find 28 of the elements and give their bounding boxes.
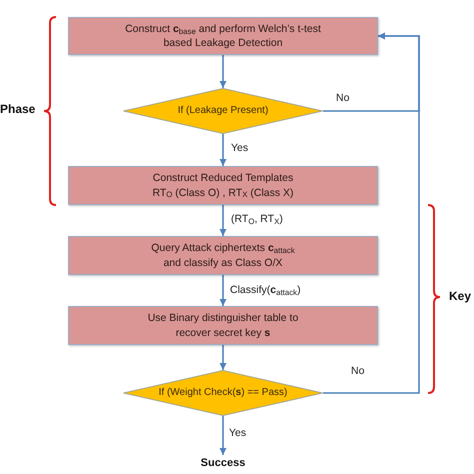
box-text: Query Attack ciphertexts c$_{attack}$ and classify as Class O/X [150, 241, 296, 270]
edge-label: Yes [229, 428, 246, 438]
box-text: Use Binary distinguisher table to recover secret key s [146, 311, 300, 340]
arrow [219, 55, 227, 88]
arrow [219, 205, 227, 236]
arrow [219, 134, 227, 166]
process-box [68, 306, 378, 345]
edge-label: Classify(c$_{attack}$) [230, 285, 301, 296]
decision-diamond [123, 370, 323, 416]
edge-label: No [336, 93, 350, 104]
box-text: Construct c$_{base}$ and perform Welch’s t-test based Leakage Detection [124, 22, 322, 50]
arrow [219, 275, 227, 306]
arrow [323, 32, 420, 394]
arrow [219, 345, 227, 370]
bracket-label: Phase [0, 103, 36, 115]
edge-label: No [351, 366, 364, 376]
edge-label: Yes [231, 143, 248, 154]
process-box [68, 236, 378, 275]
bracket-label: Key [449, 290, 472, 302]
decision-text: If (Leakage Present) [178, 104, 268, 118]
decision-text: If (Weight Check(s) == Pass) [158, 386, 288, 400]
process-box [68, 166, 378, 205]
edge-label: (RT$_{O}$, RT$_{X}$) [231, 214, 283, 224]
success-text: Success [200, 456, 246, 471]
box-text: Construct Reduced Templates RT$_{O}$ (Class O) , RT$_{X}$ (Class X) [151, 171, 295, 200]
arrow [219, 416, 227, 455]
process-box [68, 17, 378, 55]
decision-diamond [123, 88, 323, 134]
